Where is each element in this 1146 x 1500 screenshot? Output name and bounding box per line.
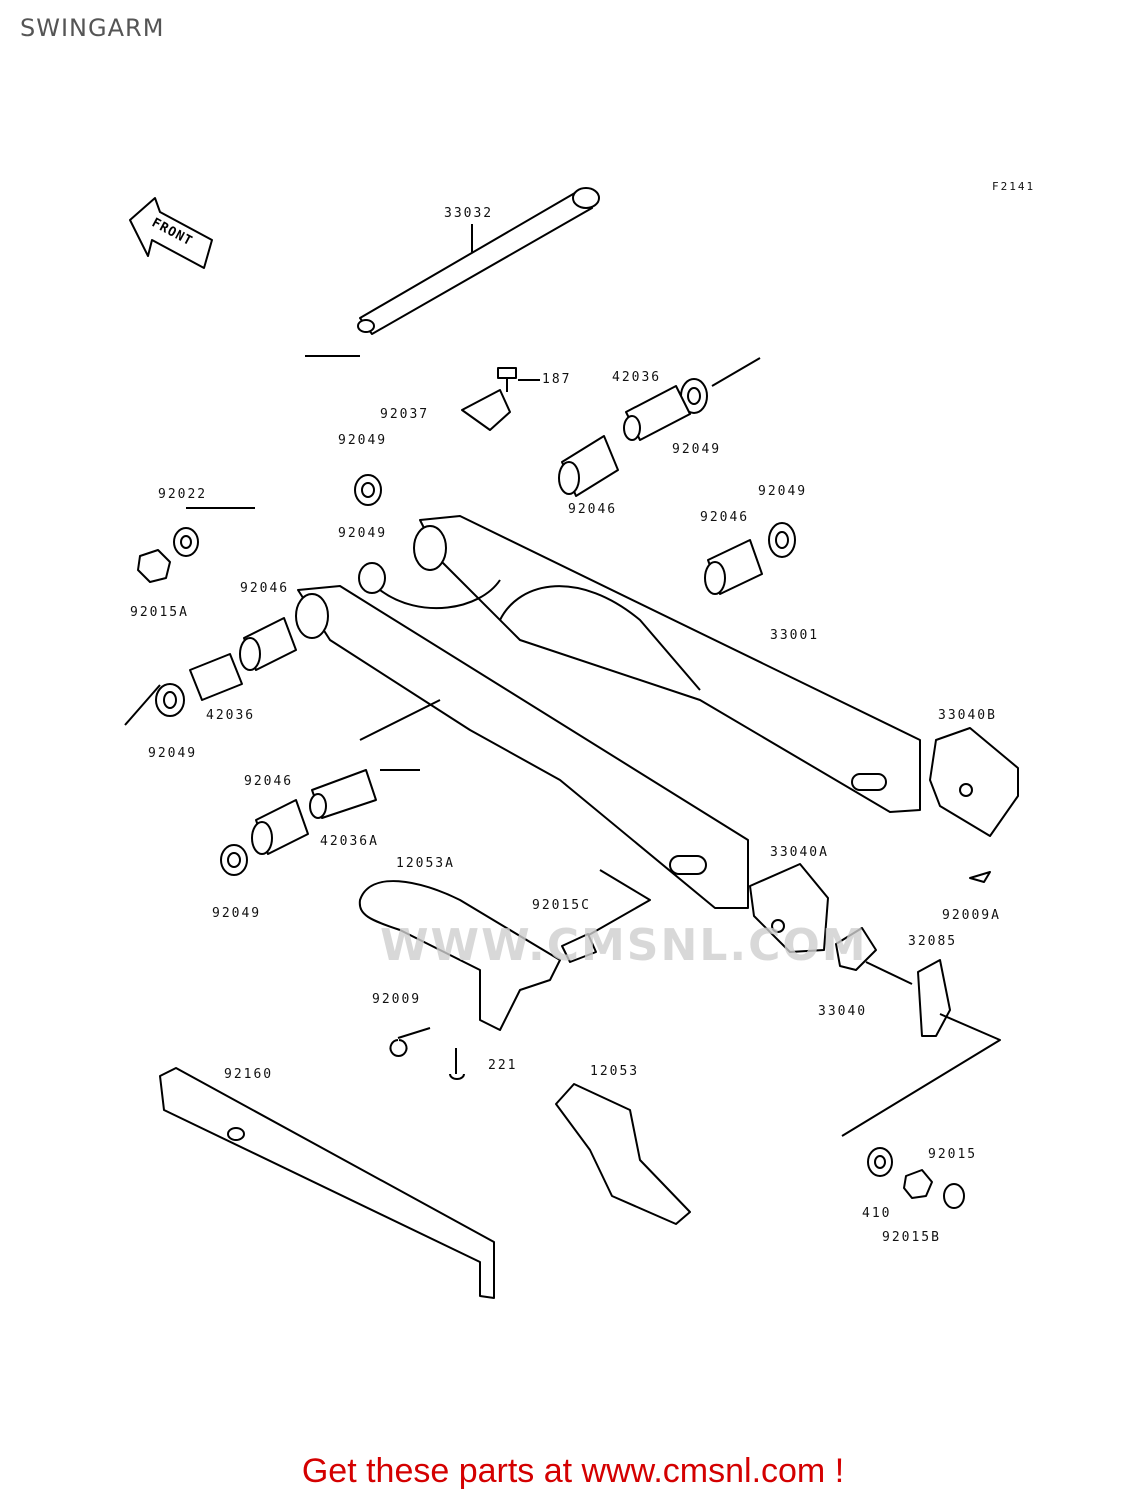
bolt-92009 <box>389 1027 431 1057</box>
adjuster-33040A <box>749 863 829 953</box>
adjuster-33040 <box>835 927 877 971</box>
washer-92022 <box>173 527 199 557</box>
nut-92015A <box>137 549 171 583</box>
part-code[interactable]: 187 <box>542 372 572 387</box>
bolt-92009A <box>969 871 991 883</box>
part-code[interactable]: 92015B <box>882 1230 941 1245</box>
chain-guard-12053 <box>555 1083 691 1225</box>
part-code[interactable]: 92049 <box>338 526 388 541</box>
part-code[interactable]: 92009 <box>372 992 422 1007</box>
figure-code: F2141 <box>992 180 1036 193</box>
part-code[interactable]: 92015 <box>928 1147 978 1162</box>
watermark: WWW.CMSNL.COM <box>380 920 868 971</box>
page-title: SWINGARM <box>20 14 165 42</box>
part-code[interactable]: 92049 <box>758 484 808 499</box>
part-code[interactable]: 92015C <box>532 898 591 913</box>
part-code[interactable]: 221 <box>488 1058 518 1073</box>
pivot-shaft-33032 <box>305 187 761 387</box>
footer-cta-link[interactable]: Get these parts at www.cmsnl.com ! <box>301 1452 845 1490</box>
part-code[interactable]: 33040 <box>818 1004 868 1019</box>
seal-92049-left-low <box>155 683 185 717</box>
part-code[interactable]: 12053 <box>590 1064 640 1079</box>
part-code[interactable]: 92049 <box>338 433 388 448</box>
part-code[interactable]: 42036 <box>206 708 256 723</box>
clip-92037 <box>461 389 511 431</box>
chain-guide-12053A <box>358 880 561 1031</box>
seal-92049-left-upper <box>354 474 382 506</box>
part-code[interactable]: 92009A <box>942 908 1001 923</box>
front-arrow-icon <box>129 197 213 269</box>
collar-42036-left <box>189 653 243 701</box>
bolt-187 <box>497 367 540 392</box>
part-code[interactable]: 92046 <box>240 581 290 596</box>
seal-92049-bottom <box>220 844 248 876</box>
part-code[interactable]: 42036A <box>320 834 379 849</box>
part-code[interactable]: 32085 <box>908 934 958 949</box>
seal-92049-left-mid <box>358 562 386 594</box>
nut-92015 <box>943 1183 965 1209</box>
part-code[interactable]: 92046 <box>244 774 294 789</box>
adjuster-33040B <box>929 727 1019 837</box>
part-code[interactable]: 92049 <box>672 442 722 457</box>
seal-92049-right <box>768 522 796 558</box>
part-code[interactable]: 92160 <box>224 1067 274 1082</box>
part-code[interactable]: 92037 <box>380 407 430 422</box>
part-code[interactable]: 92046 <box>568 502 618 517</box>
part-code[interactable]: 42036 <box>612 370 662 385</box>
part-code[interactable]: 33001 <box>770 628 820 643</box>
washer-410 <box>867 1147 893 1177</box>
part-code[interactable]: 92049 <box>148 746 198 761</box>
collar-92015C <box>561 933 597 963</box>
part-code[interactable]: 33040B <box>938 708 997 723</box>
nut-92015B <box>903 1169 933 1199</box>
part-code[interactable]: 33040A <box>770 845 829 860</box>
part-code[interactable]: 33032 <box>444 206 494 221</box>
part-code[interactable]: 410 <box>862 1206 892 1221</box>
block-32085 <box>917 959 951 1037</box>
part-code[interactable]: 92015A <box>130 605 189 620</box>
part-code[interactable]: 92022 <box>158 487 208 502</box>
chain-slipper-92160 <box>159 1067 495 1299</box>
part-code[interactable]: 92046 <box>700 510 750 525</box>
part-code[interactable]: 12053A <box>396 856 455 871</box>
swingarm-33001 <box>295 515 921 909</box>
screw-221 <box>449 1048 465 1080</box>
part-code[interactable]: 92049 <box>212 906 262 921</box>
